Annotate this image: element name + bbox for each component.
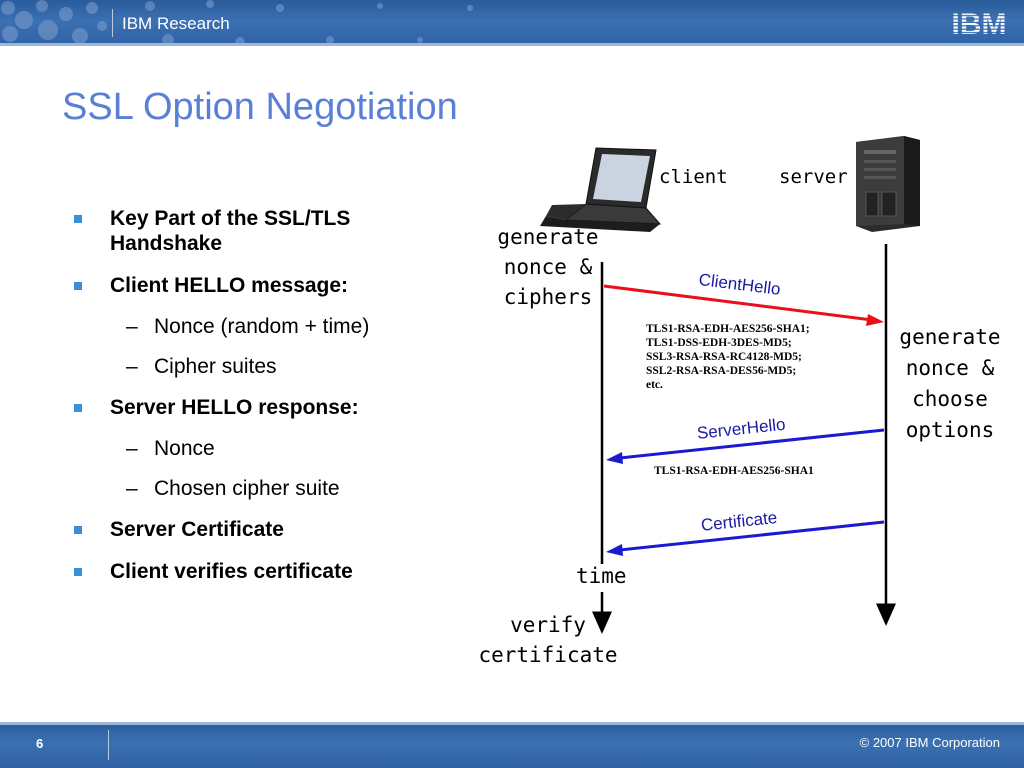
page-number: 6 [36,736,44,751]
bullet-list: Key Part of the SSL/TLS Handshake Client… [72,206,432,601]
sub-bullet-item: –Cipher suites [126,355,277,378]
clienthello-arrow [603,284,873,322]
bullet-item: Server HELLO response: [72,395,432,420]
certificate-arrow [619,520,885,552]
brand-label: IBM Research [122,14,230,33]
sub-bullet-item: –Nonce [126,437,215,460]
header-strip [0,43,1024,46]
sub-bullet-item: –Chosen cipher suite [126,477,340,500]
ibm-logo: IBM [952,8,1007,40]
footer-bar: 6 © 2007 IBM Corporation [0,722,1024,768]
header-bar: IBM Research IBM [0,0,1024,46]
time-label: time [576,564,627,588]
square-bullet-icon [74,404,82,412]
svg-text:IBM: IBM [952,8,1007,40]
bullet-item: Client verifies certificate [72,559,432,584]
server-label: server [779,166,848,188]
square-bullet-icon [74,568,82,576]
server-action-generate: generate nonce & choose options [899,325,1001,442]
square-bullet-icon [74,282,82,290]
client-label: client [659,166,728,188]
server-icon [856,136,920,232]
square-bullet-icon [74,526,82,534]
slide-title: SSL Option Negotiation [62,86,458,128]
client-action-verify: verify certificate [478,613,618,667]
square-bullet-icon [74,215,82,223]
certificate-arrowhead [606,544,623,556]
client-cipher-suites: TLS1-RSA-EDH-AES256-SHA1; TLS1-DSS-EDH-3… [646,323,810,391]
clienthello-arrowhead [866,314,884,326]
header-separator [112,9,113,37]
copyright: © 2007 IBM Corporation [859,735,1000,750]
client-action-generate: generate nonce & ciphers [497,225,599,309]
bullet-item: Client HELLO message: [72,273,432,298]
serverhello-arrow [619,428,885,460]
bullet-item: Server Certificate [72,517,432,542]
footer-separator [108,730,109,760]
sub-bullet-item: –Nonce (random + time) [126,315,370,338]
chosen-cipher-suite: TLS1-RSA-EDH-AES256-SHA1 [654,465,814,477]
footer-strip [0,722,1024,725]
bullet-item: Key Part of the SSL/TLS Handshake [72,206,432,256]
laptop-icon [540,147,662,232]
serverhello-arrowhead [606,452,623,464]
